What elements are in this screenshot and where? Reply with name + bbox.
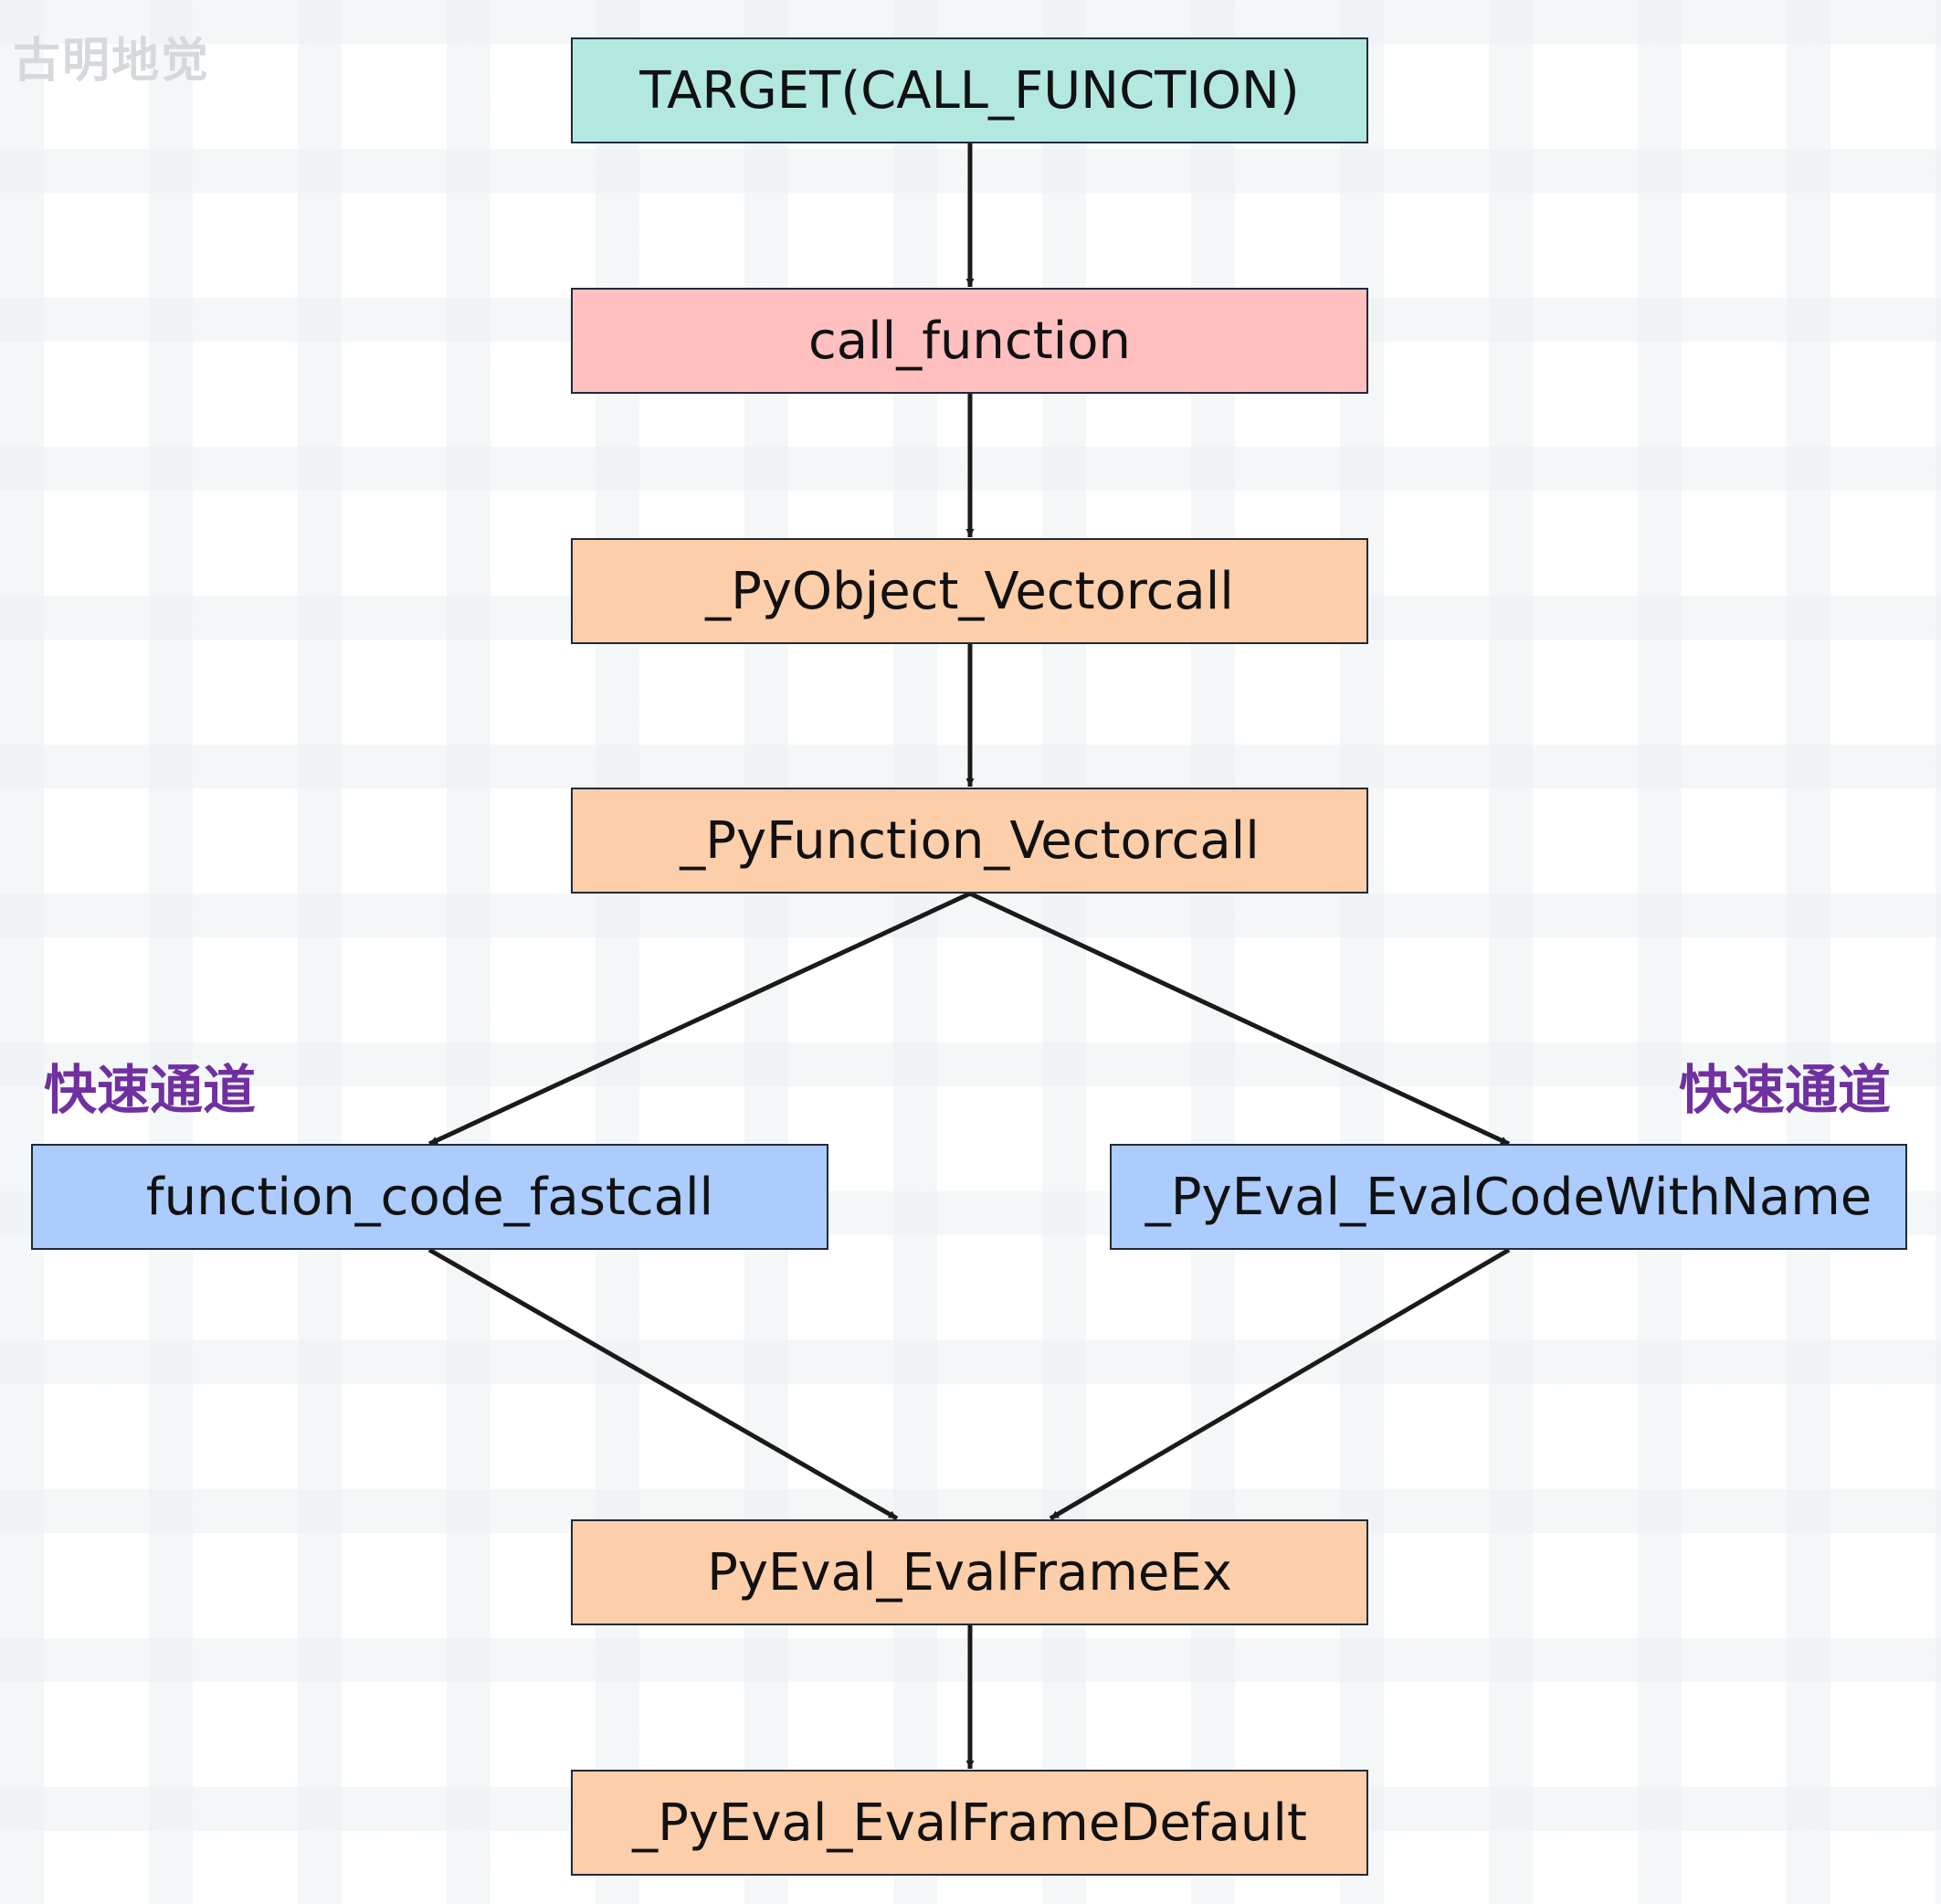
node-pyfunction-vectorcall: _PyFunction_Vectorcall	[571, 788, 1368, 894]
annotation-left-fast-path: 快速通道	[44, 1059, 257, 1121]
watermark-text: 古明地觉	[13, 34, 211, 89]
node-call-function-label: call_function	[808, 311, 1131, 371]
node-function-code-fastcall: function_code_fastcall	[31, 1144, 828, 1250]
node-target-call-function: TARGET(CALL_FUNCTION)	[571, 37, 1368, 143]
node-pyeval-evalframedefault: _PyEval_EvalFrameDefault	[571, 1770, 1368, 1876]
edge-evalcodewithname-to-evalframeex	[1049, 1247, 1511, 1521]
node-target-call-function-label: TARGET(CALL_FUNCTION)	[639, 60, 1300, 121]
node-pyobject-vectorcall: _PyObject_Vectorcall	[571, 538, 1368, 644]
node-pyeval-evalcodewithname: _PyEval_EvalCodeWithName	[1110, 1144, 1907, 1250]
edge-function-code-fastcall-to-evalframeex	[427, 1247, 899, 1521]
node-pyeval-evalframeex: PyEval_EvalFrameEx	[571, 1519, 1368, 1625]
node-pyeval-evalcodewithname-label: _PyEval_EvalCodeWithName	[1145, 1167, 1872, 1227]
node-pyfunction-vectorcall-label: _PyFunction_Vectorcall	[680, 810, 1260, 871]
edge-pyfunction-to-pyeval-evalcodewithname	[968, 891, 1511, 1147]
node-call-function: call_function	[571, 288, 1368, 394]
edge-pyfunction-to-function-code-fastcall	[427, 891, 972, 1147]
node-pyobject-vectorcall-label: _PyObject_Vectorcall	[705, 561, 1234, 621]
node-function-code-fastcall-label: function_code_fastcall	[145, 1167, 714, 1227]
node-pyeval-evalframeex-label: PyEval_EvalFrameEx	[707, 1542, 1232, 1603]
node-pyeval-evalframedefault-label: _PyEval_EvalFrameDefault	[632, 1793, 1307, 1853]
annotation-right-fast-path: 快速通道	[1679, 1059, 1892, 1121]
